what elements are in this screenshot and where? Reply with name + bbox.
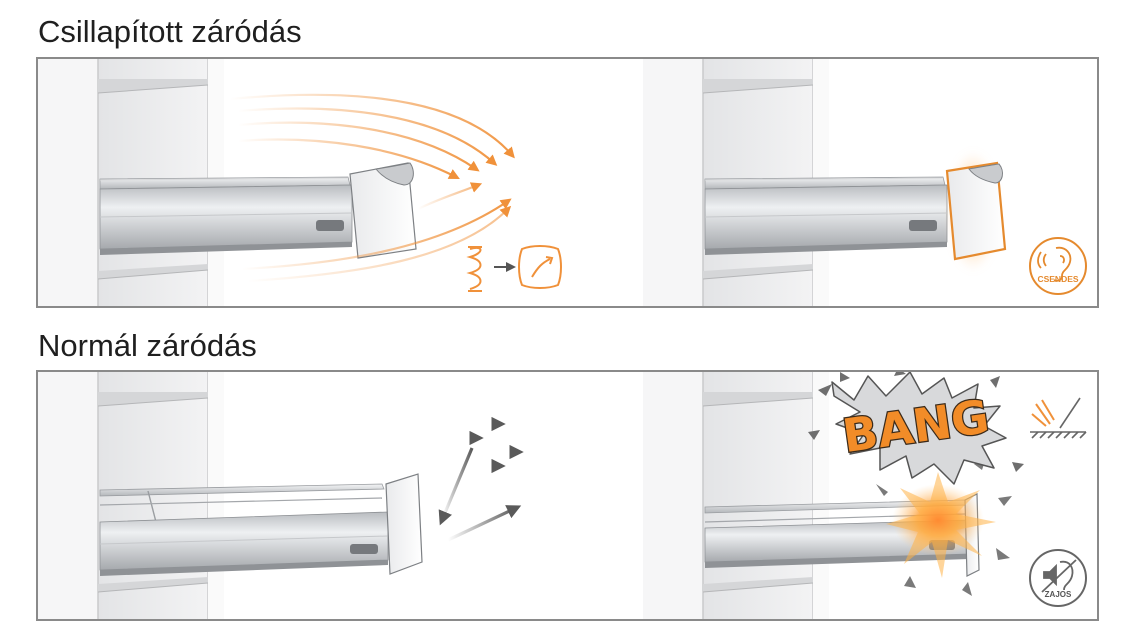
damped-closing-illustration: CSENDES xyxy=(38,59,1087,306)
ear-muted-icon xyxy=(1041,559,1077,593)
noisy-badge: ZAJOS xyxy=(1029,549,1087,607)
section-title-damped: Csillapított záródás xyxy=(38,14,302,49)
panel-normal-closing: BANG xyxy=(36,370,1099,621)
drawer-motion-damped xyxy=(99,162,417,259)
quiet-badge: CSENDES xyxy=(1029,237,1087,295)
impact-flash xyxy=(876,458,1012,596)
impact-surface-icon xyxy=(1030,397,1087,439)
normal-scene-motion xyxy=(38,372,524,619)
spring-icon xyxy=(466,246,482,292)
ear-quiet-icon xyxy=(1037,246,1072,282)
section-title-normal: Normál záródás xyxy=(38,328,257,363)
motion-arrows-hard xyxy=(228,416,524,542)
damped-scene-motion xyxy=(38,59,562,306)
arrow-right-icon xyxy=(494,262,516,272)
cushion-icon xyxy=(518,245,562,289)
quiet-label: CSENDES xyxy=(1037,274,1078,284)
normal-closing-illustration: BANG xyxy=(38,372,1087,619)
bang-burst: BANG xyxy=(808,372,1024,485)
motion-arrows-soft xyxy=(229,93,515,283)
drawer-motion-normal xyxy=(99,473,423,576)
damped-scene-closed xyxy=(642,59,1007,306)
noisy-label: ZAJOS xyxy=(1045,590,1072,599)
panel-damped-closing: CSENDES xyxy=(36,57,1099,308)
